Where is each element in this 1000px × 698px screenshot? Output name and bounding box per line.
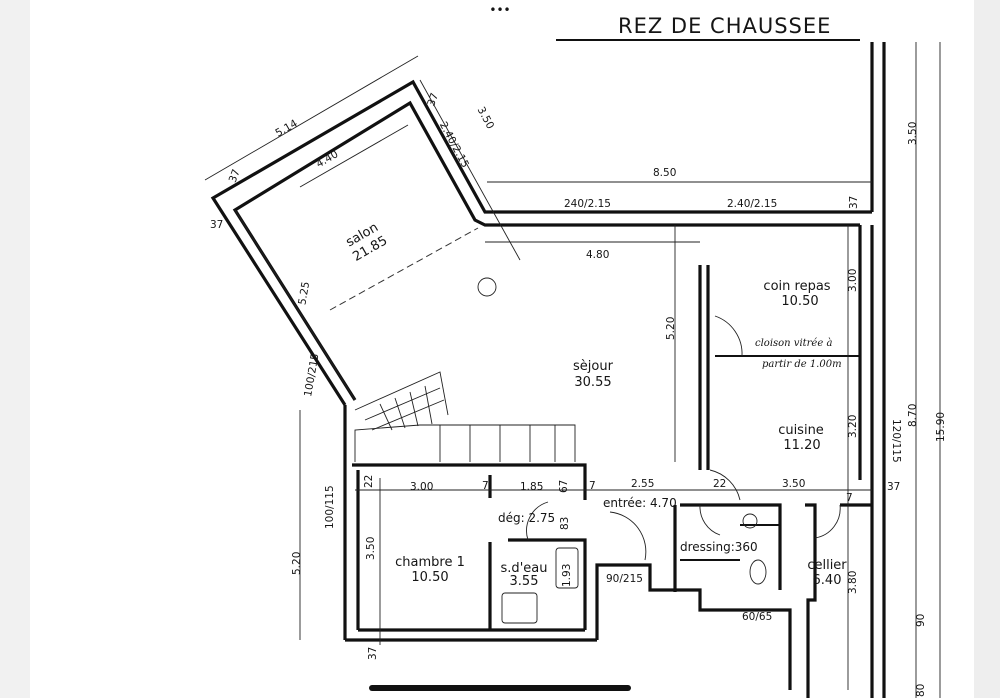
note-line-2: partir de 1.00m <box>762 359 842 370</box>
dim-salon-37c: 37 <box>425 91 441 108</box>
right-margin <box>974 0 1000 698</box>
room-cuisine-name: cuisine <box>778 423 824 438</box>
home-indicator[interactable] <box>369 685 631 691</box>
dim-chambre-7: 7 <box>482 480 489 492</box>
dim-coin-repas-depth: 3.00 <box>847 269 859 292</box>
dim-window-2: 2.40/2.15 <box>727 198 777 210</box>
dim-sejour-depth: 5.20 <box>665 317 677 340</box>
dim-sejour-width: 4.80 <box>586 249 609 261</box>
dim-right-37: 37 <box>887 481 900 493</box>
room-sdeau-area: 3.55 <box>510 574 539 589</box>
shower-icon <box>501 592 538 624</box>
room-coin-repas-area: 10.50 <box>781 294 818 309</box>
dim-deg-width: 1.85 <box>520 481 543 493</box>
room-cellier-name: cellier <box>807 558 847 573</box>
main-walls <box>343 42 886 698</box>
room-cellier-area: 6.40 <box>813 573 842 588</box>
dim-wc-door: 60/65 <box>742 611 772 623</box>
dim-salon-window-left: 100/215 <box>302 353 321 398</box>
room-chambre-area: 10.50 <box>411 570 448 585</box>
dim-entry-door: 90/215 <box>606 573 643 585</box>
dim-right-870: 8.70 <box>907 404 919 427</box>
dim-right-1590: 15.90 <box>935 412 947 442</box>
room-chambre-name: chambre 1 <box>395 555 465 570</box>
plant-icon <box>477 277 497 297</box>
dim-salon-37a: 37 <box>227 168 243 185</box>
room-sejour-name: sèjour <box>573 359 614 374</box>
dim-bottom-37: 37 <box>367 647 379 660</box>
dim-window-1: 240/2.15 <box>564 198 611 210</box>
dim-left-520: 5.20 <box>291 552 303 575</box>
dim-sdeau-193: 1.93 <box>561 564 573 587</box>
dim-salon-outer: 5.14 <box>273 117 300 139</box>
dim-deg-7: 7 <box>589 480 596 492</box>
room-cuisine-area: 11.20 <box>783 438 820 453</box>
washbasin-icon <box>742 513 758 529</box>
dim-chambre-depth: 3.50 <box>365 537 377 560</box>
dim-entree-width: 2.55 <box>631 478 654 490</box>
dim-right-90: 90 <box>915 614 927 627</box>
dim-cuisine-window: 120/115 <box>890 419 902 463</box>
dim-salon-37b: 37 <box>210 219 223 231</box>
left-margin <box>0 0 30 698</box>
staircase <box>354 371 576 462</box>
dim-salon-inner: 4.40 <box>314 148 340 170</box>
room-dressing: dressing:360 <box>680 540 758 554</box>
note-line-1: cloison vitrée à <box>755 338 832 349</box>
dim-cellier-depth: 3.80 <box>847 571 859 594</box>
door-swings <box>526 315 841 561</box>
dim-entree-22: 22 <box>713 478 726 490</box>
dim-salon-depth: 5.25 <box>296 281 312 306</box>
dim-right-80: 80 <box>915 684 927 697</box>
sink-icon <box>555 547 579 589</box>
room-sdeau-name: s.d'eau <box>501 561 548 576</box>
dim-door-83: 83 <box>559 517 571 530</box>
dim-salon-side: 3.50 <box>475 105 497 131</box>
dim-right-350: 3.50 <box>907 122 919 145</box>
dim-total-width: 8.50 <box>653 167 676 179</box>
dim-top-37: 37 <box>848 196 860 209</box>
room-degagement: dég: 2.75 <box>498 511 555 525</box>
dim-cuisine-depth: 3.20 <box>847 415 859 438</box>
toilet-icon <box>749 559 767 585</box>
room-sejour-area: 30.55 <box>574 375 611 390</box>
plan-title: REZ DE CHAUSSEE <box>618 14 831 38</box>
dim-deg-67: 67 <box>558 480 570 493</box>
dimension-lines <box>299 42 941 698</box>
dim-cuisine-width: 3.50 <box>782 478 805 490</box>
room-entree: entrée: 4.70 <box>603 496 677 510</box>
room-coin-repas-name: coin repas <box>763 279 830 294</box>
dim-cuisine-7: 7 <box>846 492 853 504</box>
dim-chambre-width: 3.00 <box>410 481 433 493</box>
window-dots-icon[interactable]: ••• <box>489 3 510 17</box>
salon-walls <box>204 55 872 406</box>
dim-left-22: 22 <box>363 475 375 488</box>
dim-left-window: 100/115 <box>324 485 336 529</box>
